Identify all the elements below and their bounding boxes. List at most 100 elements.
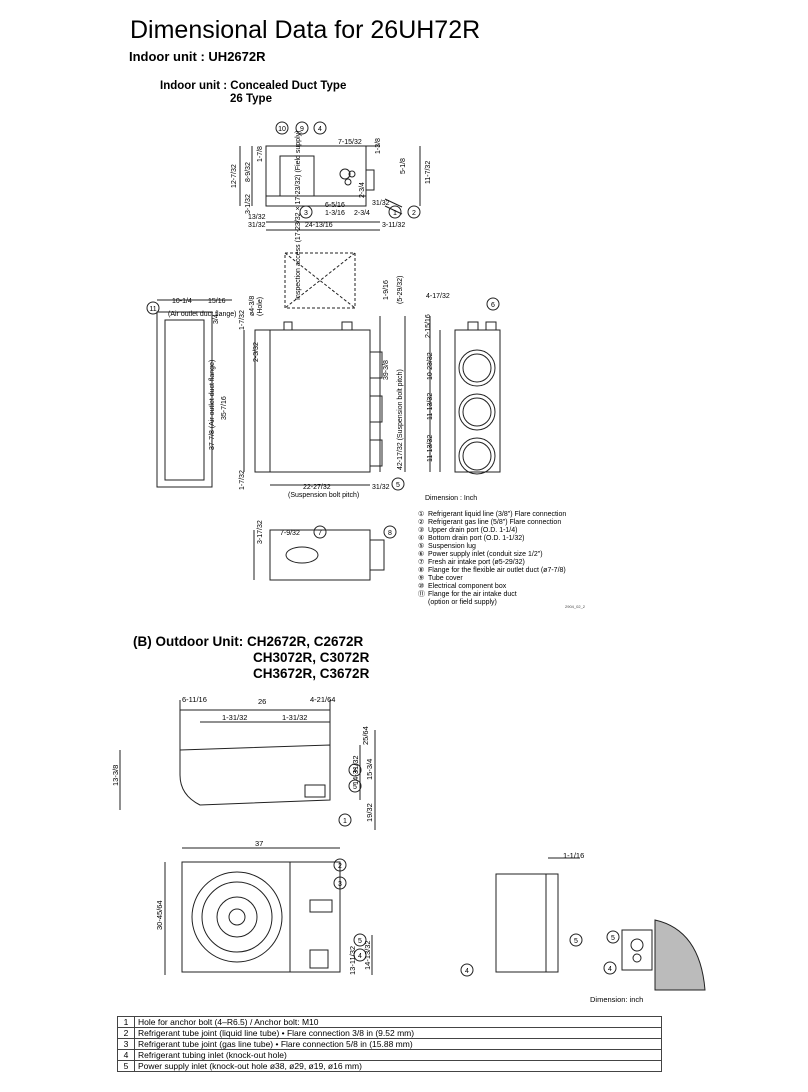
callout-5: 5 (396, 482, 400, 489)
dim-label: 7-9/32 (280, 530, 300, 537)
table-cell-num: 5 (117, 1060, 135, 1072)
dim-label: 10-1/4 (172, 298, 192, 305)
callout-5: 5 (353, 784, 357, 791)
dim-label: 1-7/8 (257, 146, 264, 162)
dim-label: 14-13/32 (363, 940, 372, 970)
table-cell-text: Refrigerant tube joint (gas line tube) •… (134, 1038, 662, 1050)
legend-text: Power supply inlet (conduit size 1/2") (428, 551, 543, 558)
outdoor-dimension-note: Dimension: inch (590, 995, 643, 1004)
legend-item: ⑥ (418, 550, 424, 558)
table-cell-text: Power supply inlet (knock-out hole ø38, … (134, 1060, 662, 1072)
dim-label: 39-3/8 (383, 360, 390, 380)
dim-label: 37 (255, 839, 263, 848)
callout-1: 1 (343, 818, 347, 825)
callout-5: 5 (574, 938, 578, 945)
callout-4: 4 (353, 768, 357, 775)
dim-label: 24-13/16 (305, 222, 333, 229)
air-outlet-label: (Air outlet duct flange) (168, 311, 236, 318)
callout-8: 8 (388, 530, 392, 537)
legend-item: ⑨ (418, 574, 424, 582)
outdoor-model: CH2672R, C2672R (246, 634, 364, 649)
indoor-side-view (269, 329, 371, 473)
callout-2: 2 (412, 210, 416, 217)
hole-dim-label: ø4-3/8 (249, 296, 256, 316)
dim-label: 2-3/4 (354, 210, 370, 217)
dim-label: 22-27/32 (303, 484, 331, 491)
callout-4: 4 (465, 968, 469, 975)
outdoor-side-view (495, 873, 547, 973)
dim-label: 7-15/32 (338, 139, 362, 146)
indoor-unit-drawing: 10 9 4 3 1 2 11 6 5 7 8 7-15/32 1-3/8 5-… (146, 80, 586, 609)
table-cell-num: 1 (117, 1016, 135, 1028)
callout-5: 5 (358, 938, 362, 945)
legend-item: ⑩ (418, 582, 424, 590)
outdoor-model: CH3672R, C3672R (253, 666, 370, 681)
callout-1: 1 (393, 210, 397, 217)
dim-label: 1-7/32 (239, 470, 246, 490)
drawing-code: 2904_02_2 (565, 604, 586, 609)
dim-label: 11-13/32 (427, 393, 434, 420)
hole-label: (Hole) (257, 297, 264, 316)
callout-10: 10 (278, 126, 286, 133)
indoor-top-view (265, 145, 367, 207)
dim-label: 4-21/64 (310, 695, 335, 704)
legend-text: Fresh air intake port (ø5-29/32) (428, 559, 525, 566)
dim-label: 13/32 (248, 214, 266, 221)
legend-item: ⑤ (418, 542, 424, 550)
dim-label: 1-3/16 (325, 210, 345, 217)
legend-text: Flange for the air intake duct (428, 591, 517, 598)
fan-grille (191, 871, 283, 963)
dim-label: 26 (258, 697, 266, 706)
dim-label: 31/32 (372, 200, 390, 207)
callout-5: 5 (611, 935, 615, 942)
callout-3: 3 (338, 881, 342, 888)
outdoor-heading-prefix: (B) Outdoor Unit: (133, 634, 244, 649)
dim-label: 42-17/32 (Suspension bolt pitch) (397, 369, 404, 470)
indoor-end-view (454, 329, 501, 473)
dim-label: 2-3/32 (253, 342, 260, 362)
outdoor-unit-drawing: 1 2 3 4 5 5 4 5 4 5 4 6-11/16 26 4-21/64… (111, 695, 706, 1004)
dim-label: 30-45/64 (155, 900, 164, 930)
page-subtitle: Indoor unit : UH2672R (129, 49, 266, 64)
dim-label: 25/64 (361, 726, 370, 745)
legend-text: Upper drain port (O.D. 1-1/4) (428, 527, 517, 534)
callout-11: 11 (149, 306, 156, 313)
dim-label: 10-23/32 (427, 352, 434, 380)
dim-label: 3-1/32 (245, 194, 252, 214)
callout-6: 6 (491, 302, 495, 309)
dim-label: 2-15/16 (425, 314, 432, 338)
dim-label: 1-9/16 (383, 280, 390, 300)
dim-label: 6-5/16 (325, 202, 345, 209)
table-cell-text: Refrigerant tube joint (liquid line tube… (134, 1027, 662, 1039)
legend-item: ① (418, 510, 424, 518)
dim-label: 11-13/32 (427, 435, 434, 462)
inspection-label: Inspection access (17-23/32 × 17-23/32) … (295, 131, 302, 300)
legend-item: ④ (418, 534, 424, 542)
outdoor-model: CH3072R, C3072R (253, 650, 370, 665)
legend-item: ③ (418, 526, 424, 534)
outdoor-front-view (181, 861, 291, 973)
legend-text: Electrical component box (428, 583, 507, 590)
dim-label: 1-3/8 (375, 138, 382, 154)
legend-text: Refrigerant liquid line (3/8") Flare con… (428, 511, 566, 518)
intake-flange-view (156, 311, 213, 488)
callout-9: 9 (300, 126, 304, 133)
legend-text: Refrigerant gas line (5/8") Flare connec… (428, 519, 561, 526)
indoor-type: 26 Type (230, 93, 272, 105)
legend-item: ⑦ (418, 558, 424, 566)
dim-label: 37-7/8 (Air outlet duct flange) (209, 360, 216, 450)
legend-text: Bottom drain port (O.D. 1-1/32) (428, 535, 524, 542)
outdoor-top-view (179, 744, 331, 806)
dim-label: 1-31/32 (222, 713, 247, 722)
legend-item: ⑪ (418, 590, 425, 598)
dim-label: 13-11/32 (348, 946, 357, 975)
dim-label: (5-29/32) (397, 276, 404, 304)
dim-label: 12-7/32 (231, 164, 238, 188)
indoor-dimension-note: Dimension : Inch (425, 495, 477, 502)
indoor-heading: Indoor unit : Concealed Duct Type (160, 80, 346, 92)
dim-label: 4-17/32 (426, 293, 450, 300)
